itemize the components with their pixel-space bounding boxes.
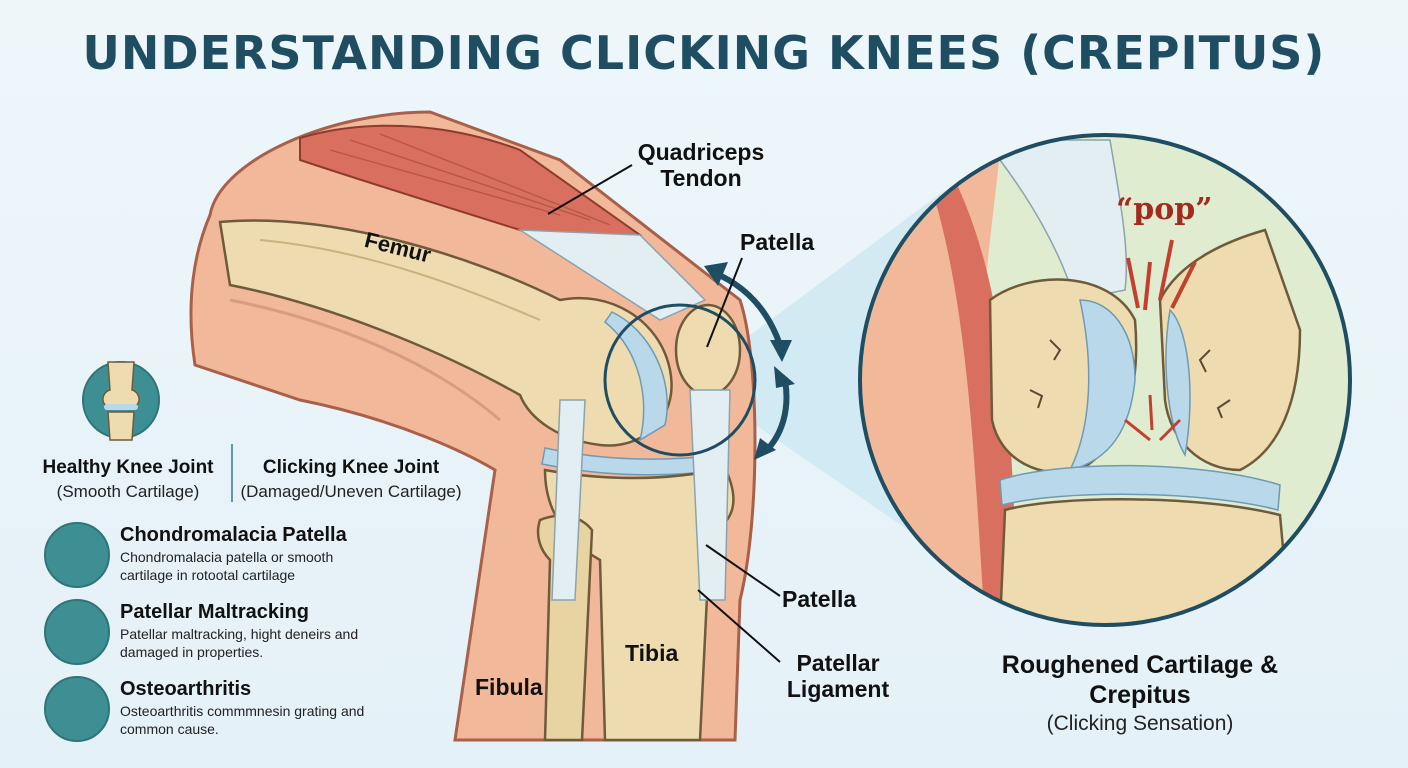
cause-item-maltracking: Patellar Maltracking Patellar maltrackin… bbox=[44, 599, 384, 665]
osteoarthritis-icon bbox=[44, 676, 110, 742]
zoom-caption: Roughened Cartilage & Crepitus (Clicking… bbox=[980, 650, 1300, 736]
page-title: UNDERSTANDING CLICKING KNEES (CREPITUS) bbox=[82, 26, 1326, 80]
label-quadriceps-tendon: Quadriceps Tendon bbox=[637, 139, 765, 191]
label-fibula: Fibula bbox=[475, 674, 543, 700]
quadriceps-tendon bbox=[517, 229, 707, 321]
chondromalacia-icon bbox=[44, 522, 110, 588]
zoom-circle-border bbox=[858, 133, 1352, 627]
cause-title: Patellar Maltracking bbox=[120, 601, 309, 623]
pop-sound-label: “pop” bbox=[1116, 192, 1213, 227]
healthy-knee-sub: (Smooth Cartilage) bbox=[56, 481, 200, 501]
healthy-knee-heading: Healthy Knee Joint bbox=[42, 457, 214, 478]
cause-description: Osteoarthritis commmnesin grating and co… bbox=[120, 703, 365, 737]
zoom-detail bbox=[860, 135, 1350, 625]
clicking-knee-heading: Clicking Knee Joint bbox=[262, 457, 440, 478]
cause-item-osteoarthritis: Osteoarthritis Osteoarthritis commmnesin… bbox=[44, 676, 384, 742]
zoom-caption-title: Roughened Cartilage & Crepitus bbox=[1001, 651, 1279, 709]
cause-description: Chondromalacia patella or smooth cartila… bbox=[120, 549, 334, 583]
clicking-knee-sub: (Damaged/Uneven Cartilage) bbox=[240, 481, 462, 501]
movement-arrow-upper bbox=[710, 269, 783, 346]
cause-item-chondromalacia: Chondromalacia Patella Chondromalacia pa… bbox=[44, 522, 384, 588]
healthy-knee-icon bbox=[82, 361, 160, 441]
label-tibia: Tibia bbox=[625, 640, 679, 666]
label-patella-top: Patella bbox=[740, 229, 815, 255]
joint-highlight-circle bbox=[603, 303, 757, 457]
collateral-ligament bbox=[551, 399, 586, 601]
patella-bone bbox=[674, 303, 742, 397]
maltracking-icon bbox=[44, 599, 110, 665]
zoom-caption-subtitle: (Clicking Sensation) bbox=[1046, 712, 1234, 735]
cause-title: Chondromalacia Patella bbox=[120, 524, 347, 546]
knee-type-divider bbox=[231, 444, 233, 502]
cause-title: Osteoarthritis bbox=[120, 678, 252, 700]
cause-description: Patellar maltracking, hight deneirs and … bbox=[120, 626, 359, 660]
label-patella-lower: Patella bbox=[782, 586, 857, 612]
femoral-cartilage bbox=[603, 311, 668, 442]
healthy-knee-caption: Healthy Knee Joint (Smooth Cartilage) bbox=[30, 455, 226, 504]
clicking-knee-caption: Clicking Knee Joint (Damaged/Uneven Cart… bbox=[236, 455, 466, 504]
label-patellar-ligament: Patellar Ligament bbox=[786, 650, 890, 702]
